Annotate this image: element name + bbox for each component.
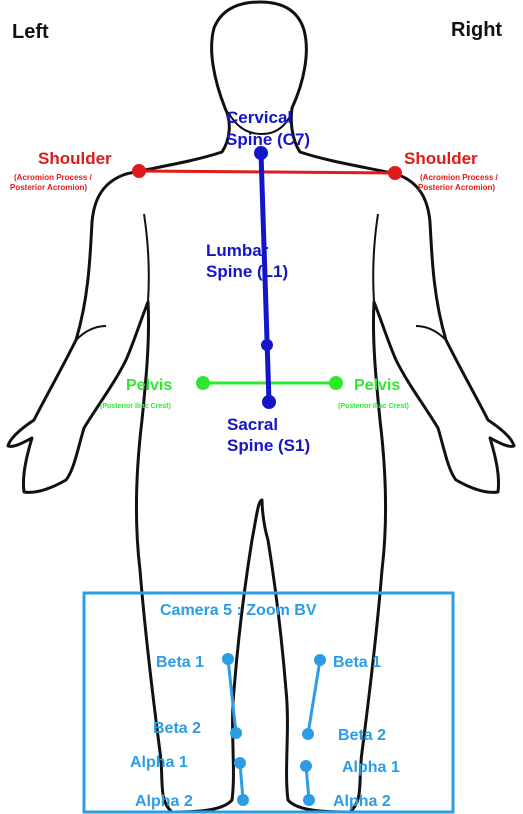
shoulder-left-marker [132, 164, 146, 178]
beta1-left-marker [222, 653, 234, 665]
alpha2-left-marker [237, 794, 249, 806]
beta1-right-marker [314, 654, 326, 666]
beta2-right-marker [302, 728, 314, 740]
sacral-label-line2: Spine (S1) [227, 436, 310, 455]
shoulder-right-marker [388, 166, 402, 180]
spine-s1-marker [262, 395, 276, 409]
left-side-label: Left [12, 21, 49, 43]
shoulder-left-label: Shoulder [38, 149, 112, 168]
beta2-right-label: Beta 2 [338, 727, 386, 744]
shoulder-line [139, 171, 395, 173]
right-side-label: Right [451, 19, 502, 41]
shoulder-right-sub1: (Acromion Process / [420, 173, 499, 182]
right-arm-inner-line [373, 214, 378, 302]
lumbar-label-line1: Lumbar [206, 241, 269, 260]
alpha1-left-label: Alpha 1 [130, 754, 188, 771]
alpha1-right-label: Alpha 1 [342, 759, 400, 776]
alpha1-left-marker [234, 757, 246, 769]
left-arm-inner-line [144, 214, 149, 302]
pelvis-left-label: Pelvis [126, 377, 172, 394]
alpha2-right-marker [303, 794, 315, 806]
shoulder-right-label: Shoulder [404, 149, 478, 168]
right-beta-line [308, 660, 320, 734]
cervical-label-line2: Spine (C7) [226, 130, 310, 149]
alpha2-left-label: Alpha 2 [135, 793, 193, 810]
shoulder-left-sub2: Posterior Acromion) [10, 183, 87, 192]
alpha2-right-label: Alpha 2 [333, 793, 391, 810]
shoulder-left-sub1: (Acromion Process / [14, 173, 93, 182]
pelvis-right-marker [329, 376, 343, 390]
spine-l1-marker [261, 339, 273, 351]
pelvis-right-sub: (Posterior Iliac Crest) [338, 403, 409, 410]
pelvis-right-label: Pelvis [354, 377, 400, 394]
beta1-right-label: Beta 1 [333, 654, 381, 671]
sacral-label-line1: Sacral [227, 415, 278, 434]
alpha1-right-marker [300, 760, 312, 772]
camera-5-zoom-box [84, 593, 453, 812]
pelvis-left-sub: (Posterior Iliac Crest) [100, 403, 171, 410]
lumbar-label-line2: Spine (L1) [206, 262, 288, 281]
camera-title: Camera 5 : Zoom BV [160, 602, 317, 619]
beta2-left-marker [230, 727, 242, 739]
cervical-label-line1: Cervical [226, 108, 292, 127]
shoulder-right-sub2: Posterior Acromion) [418, 183, 495, 192]
pelvis-left-marker [196, 376, 210, 390]
beta1-left-label: Beta 1 [156, 654, 204, 671]
beta2-left-label: Beta 2 [153, 720, 201, 737]
